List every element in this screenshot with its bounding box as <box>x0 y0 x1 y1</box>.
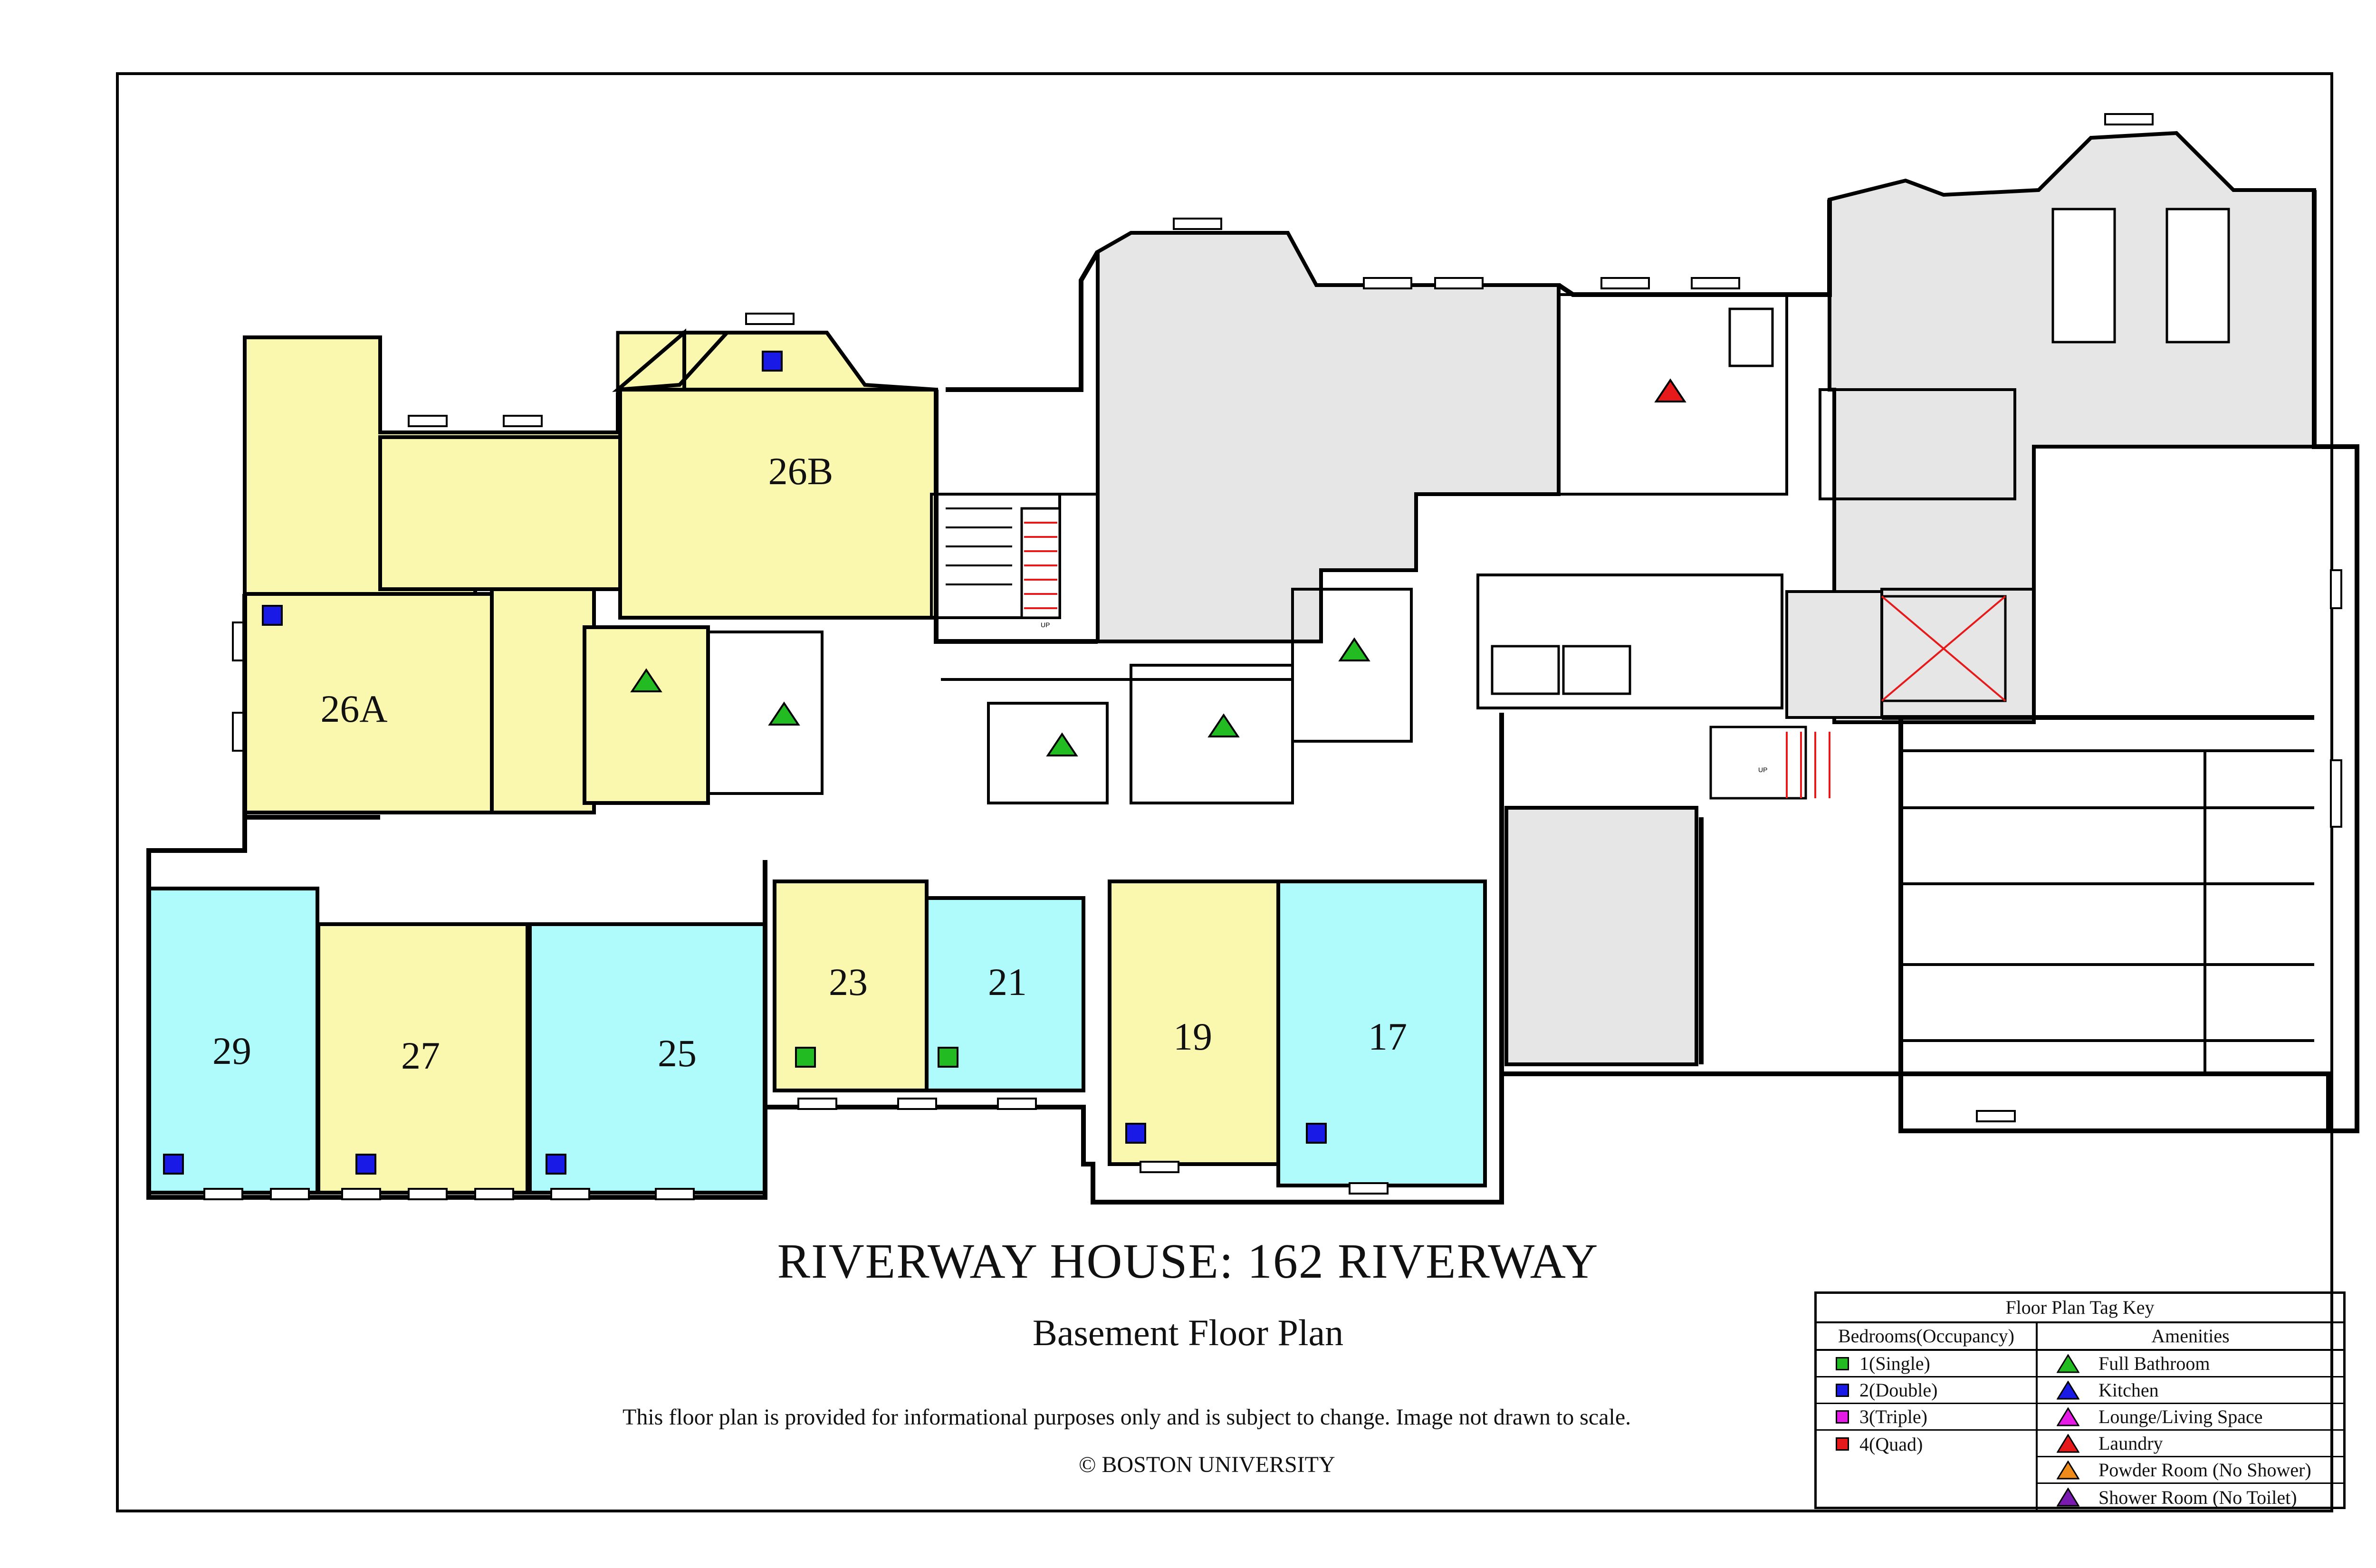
key-amenity-label: Kitchen <box>2098 1379 2159 1401</box>
square-icon <box>1836 1437 1849 1451</box>
tag-single-21 <box>938 1047 958 1068</box>
key-bedrooms-column: Bedrooms(Occupancy) 1(Single) 2(Double) … <box>1817 1323 2038 1510</box>
room-label-25: 25 <box>658 1032 697 1075</box>
triangle-icon <box>2057 1434 2079 1453</box>
key-amenity-row: Shower Room (No Toilet) <box>2038 1484 2343 1511</box>
tag-double-26b <box>762 351 783 372</box>
tag-bath-5 <box>1338 637 1370 661</box>
fixtures <box>1491 208 2230 695</box>
tag-bath-1 <box>630 668 662 692</box>
amenity-tags <box>630 378 1686 756</box>
room-label-29: 29 <box>212 1029 251 1072</box>
key-bedroom-label: 2(Double) <box>1859 1379 1938 1401</box>
tag-single-23 <box>795 1047 816 1068</box>
tag-bath-4 <box>1207 713 1240 737</box>
gray-space-lower-mid <box>1504 806 1698 1066</box>
gray-space-stair-center <box>1785 590 1883 719</box>
key-amenity-row: Lounge/Living Space <box>2038 1404 2343 1431</box>
tag-double-29 <box>163 1154 184 1175</box>
tag-bath-2 <box>768 701 800 726</box>
tag-bath-3 <box>1046 732 1078 756</box>
triangle-icon <box>2057 1460 2079 1480</box>
key-bedroom-row: 1(Single) <box>1817 1351 2036 1377</box>
triangle-icon <box>2057 1380 2079 1400</box>
key-amenity-label: Lounge/Living Space <box>2098 1406 2263 1427</box>
room-label-19: 19 <box>1173 1015 1212 1058</box>
elevator-shaft <box>1880 595 2007 702</box>
key-bedroom-label: 4(Quad) <box>1859 1433 1923 1455</box>
suite-26-bath <box>583 625 710 805</box>
copyright-text: © BOSTON UNIVERSITY <box>1079 1452 1335 1477</box>
key-amenity-label: Laundry <box>2098 1433 2163 1454</box>
square-icon <box>1836 1383 1849 1397</box>
room-label-17: 17 <box>1368 1015 1407 1058</box>
plan-title: RIVERWAY HOUSE: 162 RIVERWAY <box>777 1234 1599 1289</box>
tag-double-25 <box>546 1154 566 1175</box>
key-bedrooms-header: Bedrooms(Occupancy) <box>1817 1323 2036 1351</box>
stair-center-left <box>946 507 1061 619</box>
key-amenity-label: Full Bathroom <box>2098 1353 2210 1374</box>
square-icon <box>1836 1357 1849 1370</box>
key-amenity-row: Laundry <box>2038 1431 2343 1457</box>
key-bedroom-row: 3(Triple) <box>1817 1404 2036 1431</box>
room-label-26b: 26B <box>768 449 834 493</box>
key-amenity-row: Full Bathroom <box>2038 1351 2343 1377</box>
floor-plan-key: Floor Plan Tag Key Bedrooms(Occupancy) 1… <box>1814 1291 2346 1510</box>
stair-center-right <box>1709 726 1830 800</box>
triangle-icon <box>2057 1407 2079 1426</box>
stair-up-label-2: UP <box>1758 766 1767 774</box>
room-17 <box>1276 880 1487 1187</box>
key-amenity-label: Powder Room (No Shower) <box>2098 1459 2311 1481</box>
disclaimer-text: This floor plan is provided for informat… <box>623 1405 1631 1430</box>
triangle-icon <box>2057 1354 2079 1373</box>
room-label-27: 27 <box>401 1034 440 1077</box>
room-29 <box>147 887 319 1195</box>
suite-26a-hall <box>490 587 596 814</box>
key-amenity-row: Kitchen <box>2038 1377 2343 1404</box>
key-amenity-row: Powder Room (No Shower) <box>2038 1457 2343 1484</box>
occupancy-tags <box>163 351 1327 1175</box>
triangle-icon <box>2057 1488 2079 1507</box>
key-bedroom-label: 1(Single) <box>1859 1353 1930 1374</box>
key-bedroom-row: 4(Quad) <box>1817 1431 2036 1457</box>
key-amenities-column: Amenities Full Bathroom Kitchen Lounge/L… <box>2038 1323 2343 1510</box>
room-label-23: 23 <box>829 960 868 1004</box>
gray-space-center <box>1096 231 1561 643</box>
key-amenities-header: Amenities <box>2038 1323 2343 1351</box>
stair-up-label: UP <box>1041 621 1050 629</box>
square-icon <box>1836 1410 1849 1424</box>
key-bedroom-label: 3(Triple) <box>1859 1406 1927 1427</box>
room-label-21: 21 <box>988 960 1027 1004</box>
tag-double-27 <box>355 1154 376 1175</box>
tag-double-17 <box>1306 1123 1327 1144</box>
tag-laundry <box>1654 378 1686 402</box>
tag-double-26a <box>262 605 283 626</box>
key-amenity-label: Shower Room (No Toilet) <box>2098 1486 2297 1508</box>
key-title: Floor Plan Tag Key <box>1817 1294 2343 1323</box>
tag-double-19 <box>1125 1123 1146 1144</box>
room-25 <box>528 922 767 1195</box>
room-26b-main <box>618 388 938 620</box>
room-27 <box>316 922 529 1195</box>
key-bedroom-row: 2(Double) <box>1817 1377 2036 1404</box>
windows <box>203 113 2342 1200</box>
room-label-26a: 26A <box>320 687 387 730</box>
plan-subtitle: Basement Floor Plan <box>1032 1312 1344 1353</box>
